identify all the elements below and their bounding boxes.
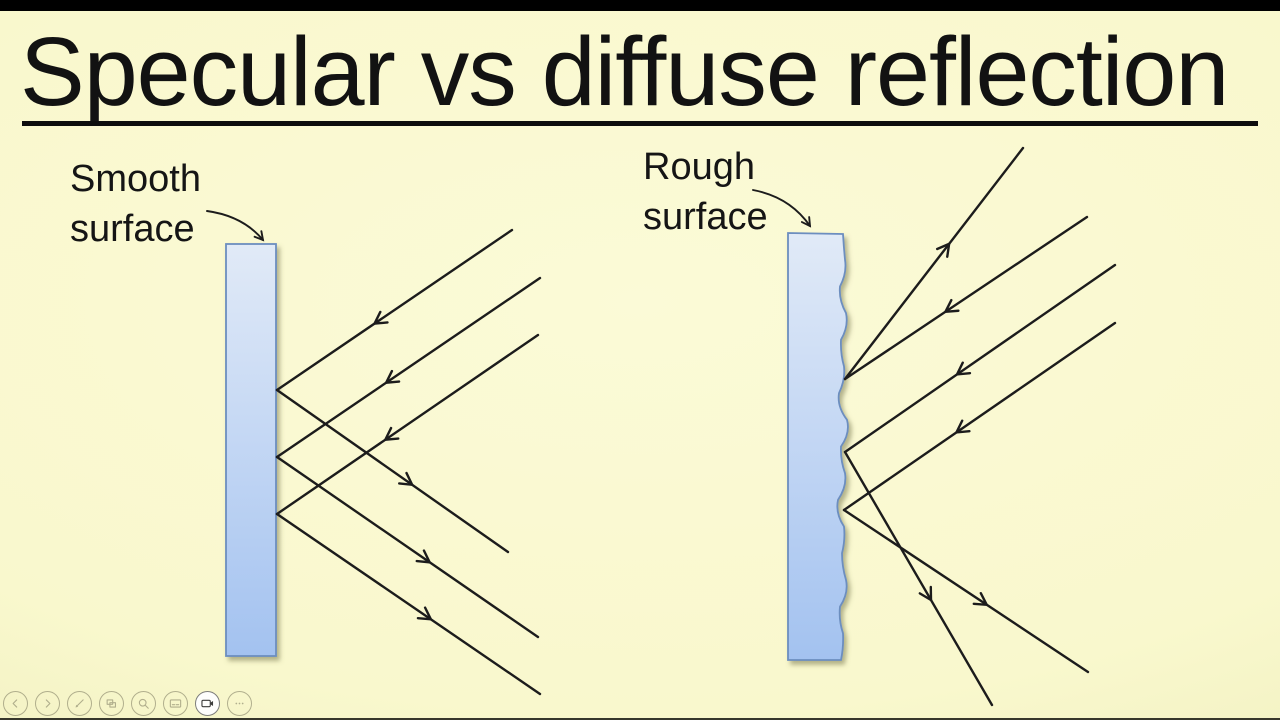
incident-ray [275,333,540,516]
magnifier-icon [138,698,149,709]
arrowhead-icon [253,230,265,242]
more-options-button[interactable] [227,691,252,716]
arrowhead-icon [398,471,415,487]
letterbox-bottom [0,718,1280,720]
reflected-ray [843,146,1025,381]
reflected-ray [275,512,542,696]
rough-surface-shape [787,232,849,661]
captions-icon [169,699,182,708]
incident-ray [275,228,514,392]
zoom-slide-button[interactable] [131,691,156,716]
reflected-ray-line [275,512,542,696]
captions-button[interactable] [163,691,188,716]
incident-ray-line [275,228,514,392]
reflected-ray-line [275,455,540,639]
camera-button[interactable] [195,691,220,716]
arrowhead-icon [955,361,972,376]
incident-ray-line [275,333,540,516]
reflected-ray-line [843,450,994,707]
reflected-ray-line [842,508,1090,674]
next-slide-button[interactable] [35,691,60,716]
previous-slide-button[interactable] [3,691,28,716]
incident-ray [843,263,1117,454]
arrowhead-icon [935,241,951,258]
incident-ray [275,276,542,459]
chevron-left-icon [12,699,18,708]
camera-icon [201,699,214,708]
reflected-ray [842,508,1090,674]
reflected-ray-line [843,146,1025,381]
reflected-ray-line [275,388,510,554]
slides-grid-icon [106,699,117,708]
slide-title: Specular vs diffuse reflection [20,17,1229,126]
letterbox-top [0,0,1280,11]
incident-ray-line [275,276,542,459]
arrowhead-icon [972,591,989,607]
smooth-surface-label: Smooth surface [70,158,201,250]
presenter-toolbar [3,691,252,716]
reflected-ray [843,450,994,707]
pen-icon [75,699,84,708]
arrowhead-icon [372,310,389,325]
see-all-slides-button[interactable] [99,691,124,716]
incident-ray [842,321,1117,512]
pen-tools-button[interactable] [67,691,92,716]
arrowhead-icon [918,585,933,603]
arrowhead-icon [384,369,401,385]
arrowhead-icon [416,606,433,621]
incident-ray-line [842,321,1117,512]
ellipsis-icon [235,702,244,705]
incident-ray [843,215,1089,381]
chevron-right-icon [45,699,51,708]
arrowhead-icon [943,298,960,314]
title-underline [22,121,1258,126]
smooth-surface-shape [225,243,277,657]
reflected-ray [275,388,510,554]
reflected-ray [275,455,540,639]
incident-ray-line [843,215,1089,381]
arrowhead-icon [954,419,971,434]
incident-ray-line [843,263,1117,454]
arrowhead-icon [415,549,432,564]
rough-surface-label: Rough surface [643,146,768,238]
arrowhead-icon [383,426,400,442]
